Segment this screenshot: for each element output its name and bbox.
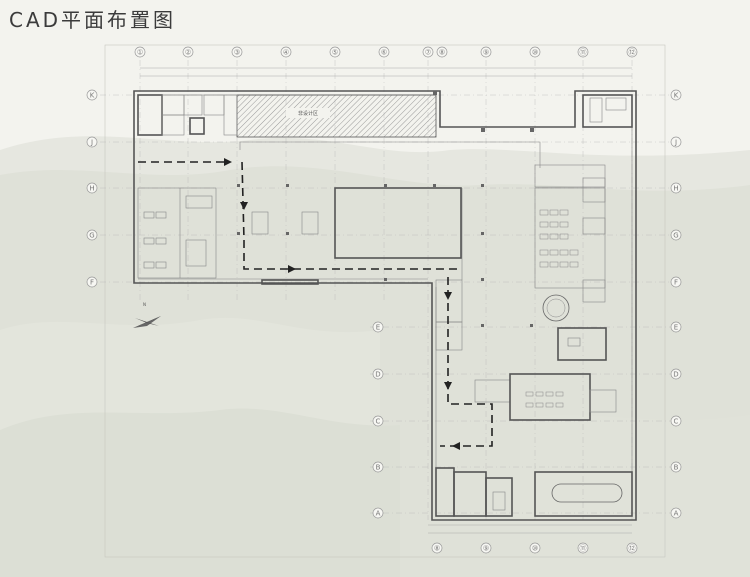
left-office-rooms — [137, 187, 217, 279]
north-arrow-icon: N — [133, 302, 161, 334]
axis-label: ⑫ — [629, 545, 636, 553]
axis-label: D — [673, 371, 678, 379]
axis-label: K — [674, 92, 679, 100]
axis-label: ④ — [283, 49, 289, 57]
axis-label: ⑥ — [381, 49, 387, 57]
drawing-frame — [104, 44, 666, 558]
right-wing-rooms — [534, 94, 633, 361]
axis-label: J — [90, 139, 93, 147]
axis-label: H — [673, 185, 678, 193]
structural-columns — [237, 91, 534, 327]
axis-label: H — [89, 185, 94, 193]
axis-label: D — [375, 371, 380, 379]
arrow-down-icon — [444, 292, 452, 300]
axis-label: ⑩ — [532, 49, 538, 57]
top-left-rooms — [137, 94, 238, 136]
axis-markers-top: ① ② ③ ④ ⑤ ⑥ ⑦ ⑧ ⑨ ⑩ ⑪ ⑫ — [134, 46, 638, 58]
building-outline — [133, 90, 637, 521]
axis-label: ⑫ — [629, 49, 636, 57]
axis-label: G — [89, 232, 94, 240]
axis-label: F — [674, 279, 678, 287]
axis-label: C — [376, 418, 381, 426]
axis-label: ② — [185, 49, 191, 57]
arrow-down-icon — [444, 382, 452, 390]
axis-label: E — [376, 324, 380, 332]
axis-label: ⑤ — [332, 49, 338, 57]
axis-label: ⑧ — [434, 545, 440, 553]
axis-label: A — [674, 510, 679, 518]
axis-label: B — [376, 464, 381, 472]
axis-label: ⑩ — [532, 545, 538, 553]
axis-markers-left: K J H G F — [86, 89, 98, 288]
axis-label: ⑨ — [483, 49, 489, 57]
axis-label: ⑪ — [580, 49, 587, 57]
central-hall — [251, 187, 462, 285]
non-design-zone-label: 非设计区 — [298, 110, 318, 117]
arrow-down-icon — [240, 202, 248, 210]
route-arrows — [224, 158, 460, 450]
non-design-zone — [236, 94, 437, 138]
page-title: CAD平面布置图 — [9, 8, 177, 32]
lower-wing-rooms — [435, 279, 633, 517]
axis-label: ⑦ — [425, 49, 431, 57]
arrow-right-icon — [288, 265, 296, 273]
non-design-zone-label-bg — [286, 108, 330, 118]
axis-label: A — [376, 510, 381, 518]
svg-text:N: N — [143, 302, 146, 307]
axis-label: ⑨ — [483, 545, 489, 553]
axis-label: ③ — [234, 49, 240, 57]
axis-label: K — [90, 92, 95, 100]
axis-label: ⑪ — [580, 545, 587, 553]
axis-markers-inner: E D C B A — [372, 321, 384, 519]
axis-label: ⑧ — [439, 49, 445, 57]
axis-label: ① — [137, 49, 143, 57]
axis-label: B — [674, 464, 679, 472]
axis-label: F — [90, 279, 94, 287]
arrow-left-icon — [452, 442, 460, 450]
axis-markers-right: K J H G F E D C B A — [670, 89, 682, 519]
arrow-right-icon — [224, 158, 232, 166]
axis-markers-bottom: ⑧ ⑨ ⑩ ⑪ ⑫ — [431, 542, 638, 554]
axis-label: E — [674, 324, 678, 332]
axis-label: J — [674, 139, 677, 147]
circulation-route — [138, 161, 493, 447]
axis-label: G — [673, 232, 678, 240]
axis-label: C — [674, 418, 679, 426]
